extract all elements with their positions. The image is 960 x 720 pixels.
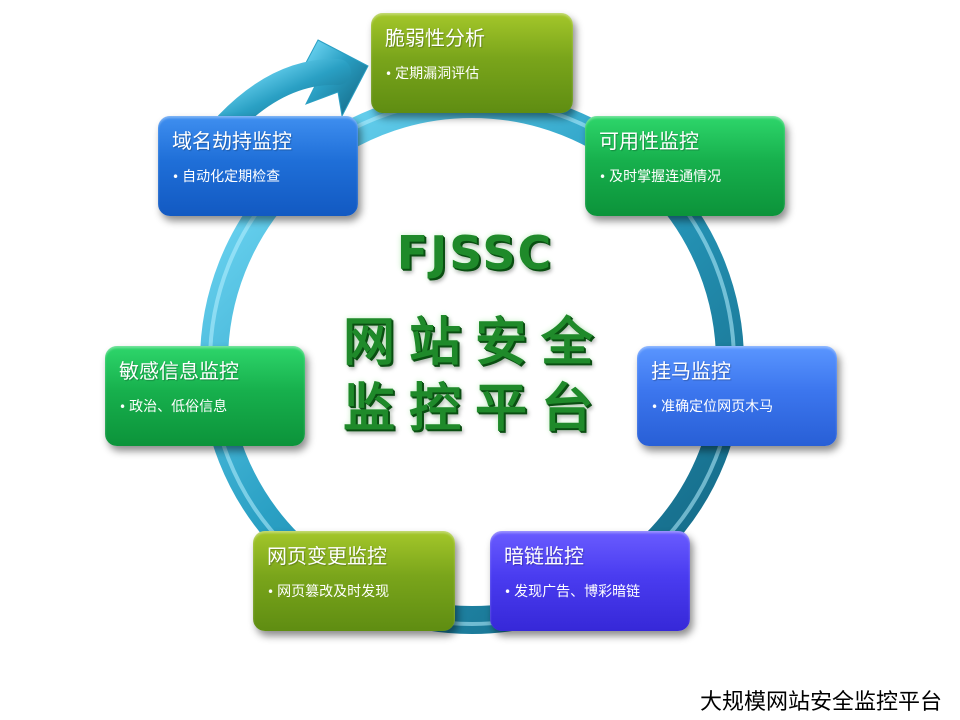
node-dns-hijack-monitoring: 域名劫持监控 •自动化定期检查 — [158, 116, 358, 216]
footer-caption: 大规模网站安全监控平台 — [699, 690, 942, 715]
bullet-dot: • — [172, 170, 180, 184]
node-title: 挂马监控 — [651, 359, 731, 383]
node-bullet-text: 政治、低俗信息 — [129, 399, 228, 415]
node-bullet: •自动化定期检查 — [172, 168, 346, 186]
node-bullet-text: 定期漏洞评估 — [395, 66, 480, 82]
node-title: 域名劫持监控 — [172, 129, 292, 153]
cycle-arrow-shaft — [215, 58, 351, 137]
node-page-change-monitoring: 网页变更监控 •网页篡改及时发现 — [253, 531, 455, 631]
node-bullet: •网页篡改及时发现 — [267, 583, 443, 601]
node-bullet-text: 自动化定期检查 — [182, 169, 281, 185]
node-title: 暗链监控 — [504, 544, 584, 568]
node-bullet-text: 网页篡改及时发现 — [277, 584, 390, 600]
node-title: 网页变更监控 — [267, 544, 387, 568]
node-title: 敏感信息监控 — [119, 359, 239, 383]
node-bullet-text: 准确定位网页木马 — [661, 399, 774, 415]
node-trojan-monitoring: 挂马监控 •准确定位网页木马 — [637, 346, 837, 446]
node-title: 可用性监控 — [599, 129, 699, 153]
node-bullet: •准确定位网页木马 — [651, 398, 825, 416]
node-hidden-link-monitoring: 暗链监控 •发现广告、博彩暗链 — [490, 531, 690, 631]
center-title-fjssc: FJSSC — [396, 226, 554, 280]
bullet-dot: • — [385, 67, 393, 81]
center-title-line1: 网站安全 — [342, 313, 607, 373]
node-bullet: •定期漏洞评估 — [385, 65, 561, 83]
node-bullet-text: 及时掌握连通情况 — [609, 169, 722, 185]
bullet-dot: • — [599, 170, 607, 184]
center-title-line2: 监控平台 — [342, 379, 607, 439]
node-bullet: •发现广告、博彩暗链 — [504, 583, 678, 601]
node-availability-monitoring: 可用性监控 •及时掌握连通情况 — [585, 116, 785, 216]
bullet-dot: • — [504, 585, 512, 599]
node-title: 脆弱性分析 — [385, 26, 485, 50]
bullet-dot: • — [119, 400, 127, 414]
bullet-dot: • — [267, 585, 275, 599]
node-sensitive-info-monitoring: 敏感信息监控 •政治、低俗信息 — [105, 346, 305, 446]
node-bullet: •政治、低俗信息 — [119, 398, 293, 416]
node-bullet-text: 发现广告、博彩暗链 — [514, 584, 641, 600]
node-bullet: •及时掌握连通情况 — [599, 168, 773, 186]
node-vulnerability-analysis: 脆弱性分析 •定期漏洞评估 — [371, 13, 573, 113]
bullet-dot: • — [651, 400, 659, 414]
